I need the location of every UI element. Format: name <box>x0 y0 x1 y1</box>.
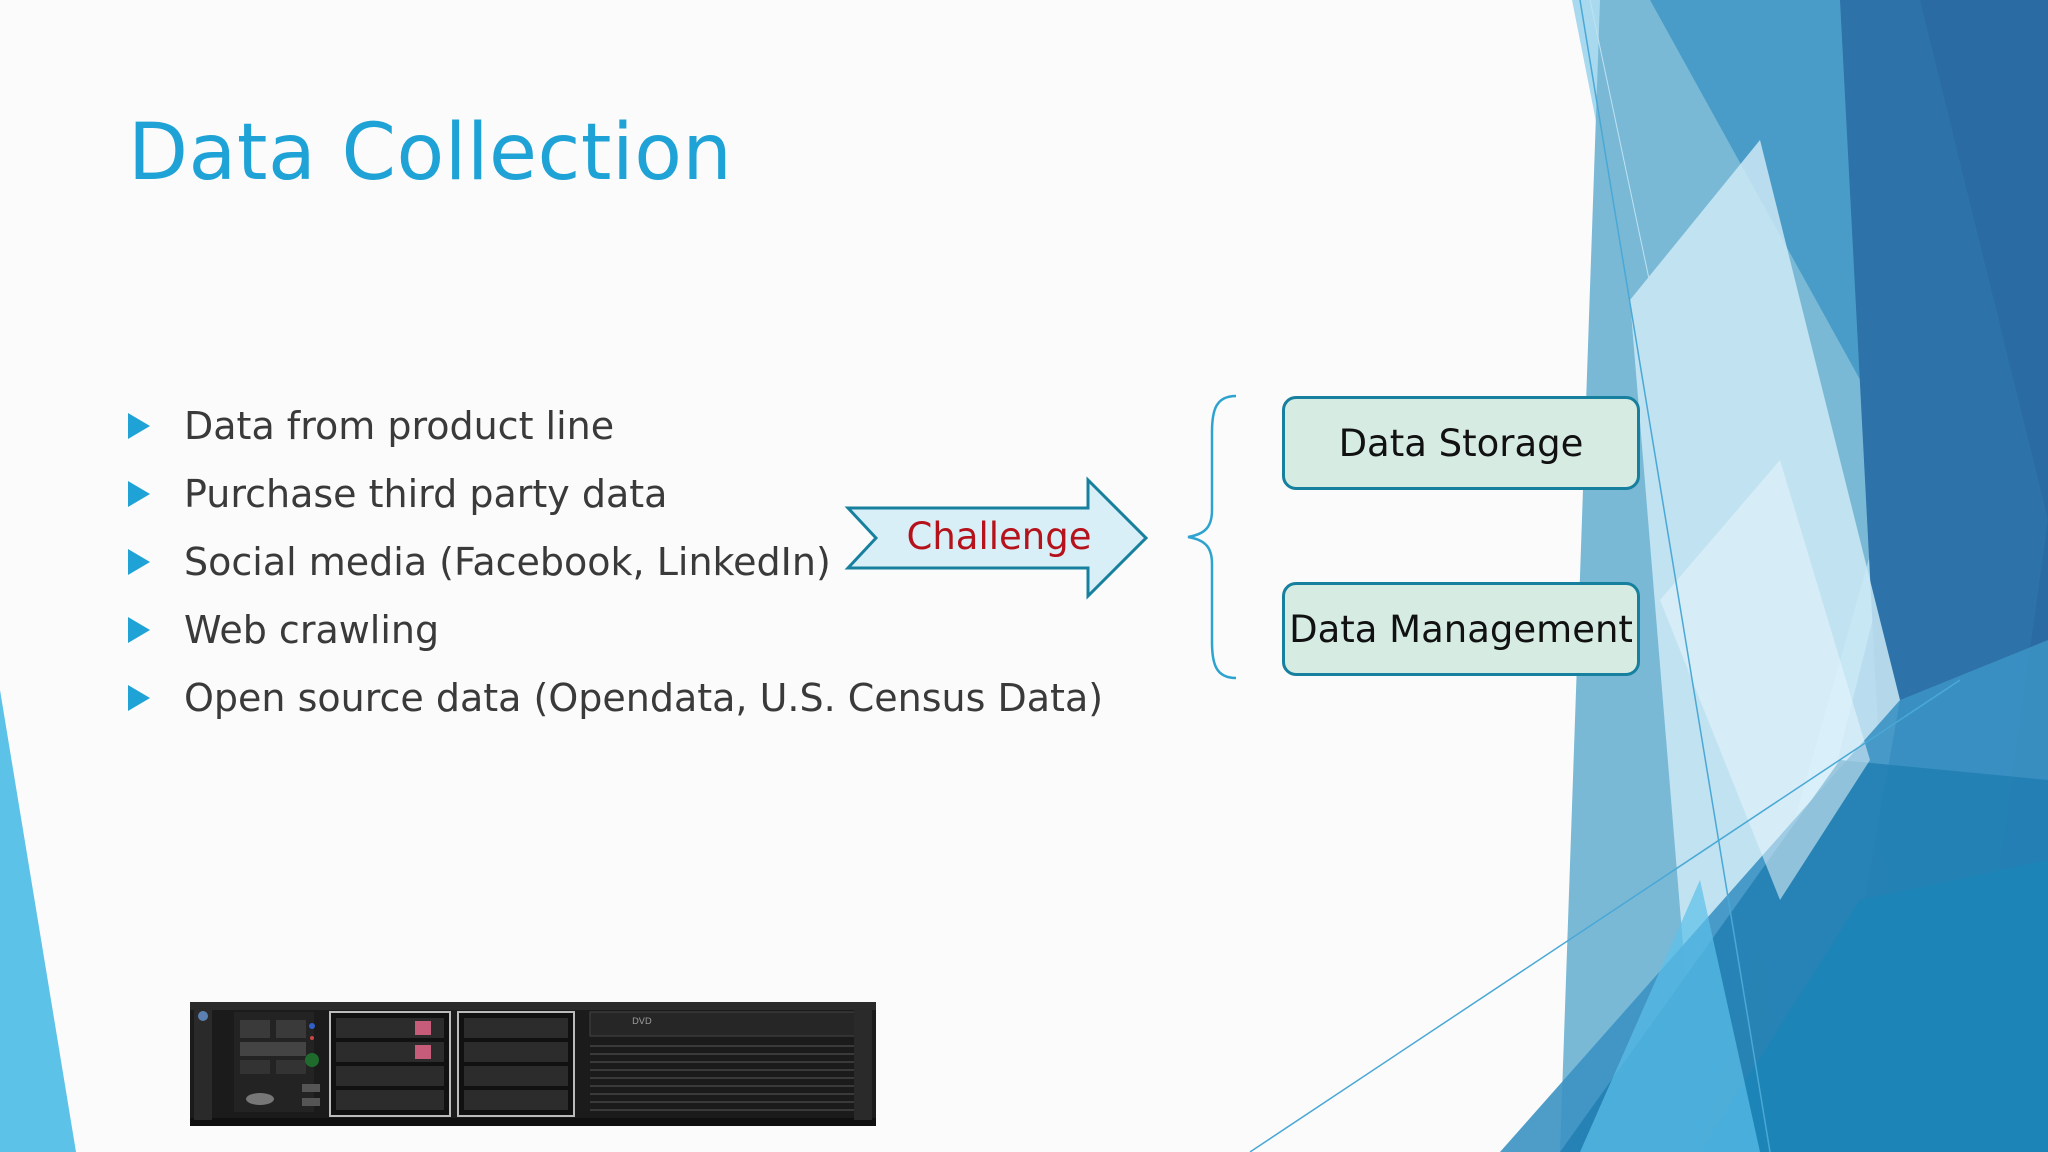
challenge-label: Challenge <box>906 515 1092 558</box>
bullet-list: Data from product line Purchase third pa… <box>128 392 1103 732</box>
curly-brace <box>1187 394 1237 680</box>
bullet-text: Open source data (Opendata, U.S. Census … <box>184 676 1104 720</box>
triangle-bullet-icon <box>128 678 184 718</box>
dvd-label: DVD <box>632 1017 652 1027</box>
bullet-text: Purchase third party data <box>184 472 668 516</box>
triangle-bullet-icon <box>128 542 184 582</box>
data-storage-box: Data Storage <box>1282 396 1640 490</box>
rack-server-image: DVD <box>190 1002 876 1126</box>
bullet-text: Social media (Facebook, LinkedIn) <box>184 540 831 584</box>
bullet-item: Web crawling <box>128 596 1103 664</box>
bullet-item: Social media (Facebook, LinkedIn) <box>128 528 1103 596</box>
triangle-bullet-icon <box>128 610 184 650</box>
challenge-arrow <box>844 476 1149 600</box>
slide-title: Data Collection <box>128 108 733 198</box>
data-management-box: Data Management <box>1282 582 1640 676</box>
triangle-bullet-icon <box>128 406 184 446</box>
bullet-text: Data from product line <box>184 404 615 448</box>
bullet-text: Web crawling <box>184 608 440 652</box>
bullet-item: Purchase third party data <box>128 460 1103 528</box>
triangle-bullet-icon <box>128 474 184 514</box>
bullet-item: Data from product line <box>128 392 1103 460</box>
bullet-item: Open source data (Opendata, U.S. Census … <box>128 664 1103 732</box>
